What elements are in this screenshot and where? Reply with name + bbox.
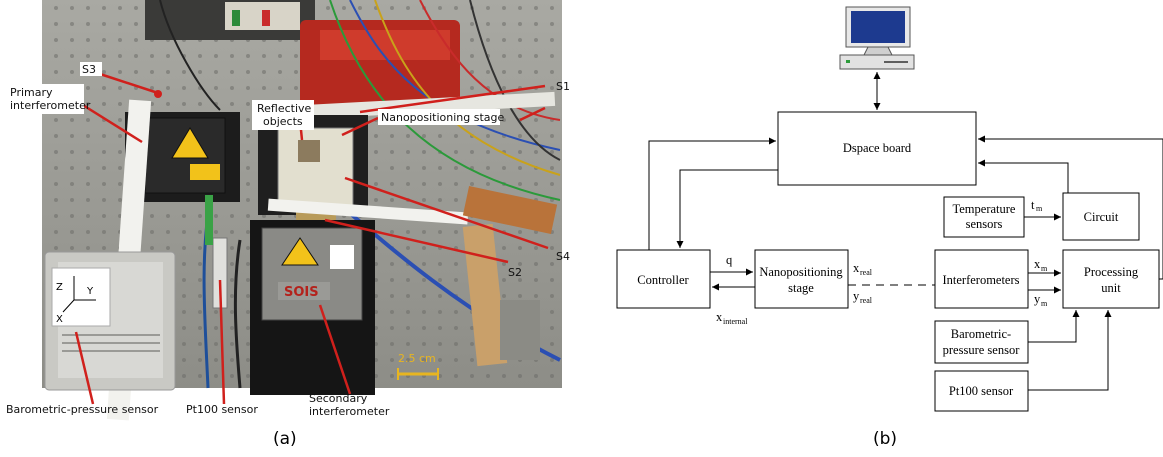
label-secondary-interferometer-2: interferometer	[309, 405, 390, 418]
block-processing-unit: Processing unit	[1063, 250, 1159, 308]
block-controller: Controller	[617, 250, 710, 308]
block-pt100-sensor: Pt100 sensor	[935, 371, 1028, 411]
label-s4: S4	[556, 250, 570, 263]
signal-x-m: x	[1034, 257, 1041, 271]
svg-text:Nanopositioning: Nanopositioning	[759, 265, 843, 279]
block-interferometers: Interferometers	[935, 250, 1028, 308]
svg-text:unit: unit	[1101, 281, 1121, 295]
svg-text:Dspace board: Dspace board	[843, 141, 912, 155]
label-s2: S2	[508, 266, 522, 279]
svg-text:Processing: Processing	[1084, 265, 1139, 279]
setup-photo-panel: SOIS Z Y X 2.5 cm S3 Primary	[0, 0, 580, 457]
signal-x-m-sub: m	[1041, 264, 1048, 273]
signal-t-m-sub: m	[1036, 204, 1043, 213]
block-dspace-board: Dspace board	[778, 112, 976, 185]
label-primary-interferometer-2: interferometer	[10, 99, 91, 112]
label-s3: S3	[82, 63, 96, 76]
secondary-interferometer	[262, 228, 362, 320]
signal-x-real-sub: real	[860, 268, 873, 277]
svg-text:pressure sensor: pressure sensor	[943, 343, 1021, 357]
signal-x-real: x	[853, 261, 860, 275]
signal-x-internal-sub: internal	[723, 317, 748, 326]
block-circuit: Circuit	[1063, 193, 1139, 240]
svg-text:Temperature: Temperature	[953, 202, 1016, 216]
label-secondary-interferometer-1: Secondary	[309, 392, 368, 405]
block-diagram-panel: Dspace board Controller Nanopositioning …	[580, 0, 1163, 457]
svg-text:sensors: sensors	[966, 217, 1003, 231]
block-temperature-sensors: Temperature sensors	[944, 197, 1024, 237]
svg-text:stage: stage	[788, 281, 814, 295]
label-s1: S1	[556, 80, 570, 93]
svg-text:Controller: Controller	[637, 273, 689, 287]
label-pt100-sensor: Pt100 sensor	[186, 403, 258, 416]
signal-y-real: y	[853, 289, 860, 303]
block-nanopositioning-stage: Nanopositioning stage	[755, 250, 848, 308]
signal-t-m: t	[1031, 198, 1035, 212]
signal-y-m-sub: m	[1041, 299, 1048, 308]
computer-icon	[840, 7, 914, 69]
axis-y: Y	[86, 286, 94, 297]
axis-z: Z	[56, 282, 63, 293]
axis-x: X	[56, 314, 63, 325]
metal-bracket	[500, 300, 540, 360]
svg-text:Barometric-: Barometric-	[951, 327, 1011, 341]
svg-text:Circuit: Circuit	[1084, 210, 1119, 224]
sois-logo-text: SOIS	[284, 285, 319, 300]
scale-bar-label: 2.5 cm	[398, 352, 436, 365]
label-primary-interferometer-1: Primary	[10, 86, 53, 99]
label-reflective-objects-2: objects	[263, 115, 303, 128]
label-barometric-sensor: Barometric-pressure sensor	[6, 403, 159, 416]
signal-y-m: y	[1034, 292, 1041, 306]
block-barometric-sensor: Barometric- pressure sensor	[935, 321, 1028, 363]
caption-a: (a)	[273, 429, 297, 449]
signal-y-real-sub: real	[860, 296, 873, 305]
svg-text:Interferometers: Interferometers	[942, 273, 1019, 287]
label-nanopositioning-stage: Nanopositioning stage	[381, 111, 505, 124]
signal-q: q	[726, 253, 733, 267]
signal-x-internal: x	[716, 310, 723, 324]
svg-text:Pt100 sensor: Pt100 sensor	[949, 384, 1014, 398]
label-reflective-objects-1: Reflective	[257, 102, 312, 115]
caption-b: (b)	[873, 429, 897, 449]
